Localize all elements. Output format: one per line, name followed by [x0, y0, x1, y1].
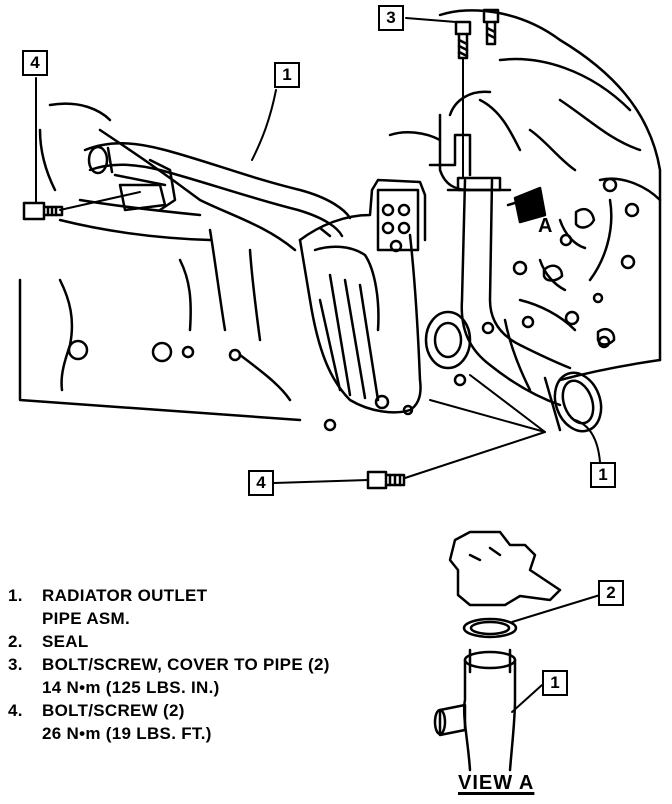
legend-line: 14 N•m (125 LBS. IN.)	[42, 678, 220, 697]
legend-line: BOLT/SCREW, COVER TO PIPE (2)	[42, 655, 330, 674]
legend-text: RADIATOR OUTLET PIPE ASM.	[42, 584, 207, 630]
legend-number: 2.	[8, 632, 23, 651]
parts-legend: 1. RADIATOR OUTLET PIPE ASM. 2. SEAL 3. BOLT/S…	[8, 584, 438, 745]
legend-item: 4. BOLT/SCREW (2) 26 N•m (19 LBS. FT.)	[8, 699, 438, 745]
callout-pipe-view: 1	[542, 670, 568, 696]
callout-screws-top: 3	[378, 5, 404, 31]
upper-outlet-pipe	[83, 142, 352, 238]
view-arrow-label: A	[538, 215, 552, 237]
engine-studs	[512, 177, 640, 349]
legend-line: SEAL	[42, 632, 89, 651]
view-a-detail	[433, 530, 562, 772]
leader-lines	[35, 17, 601, 713]
callout-seal-view: 2	[598, 580, 624, 606]
legend-item: 1. RADIATOR OUTLET PIPE ASM.	[8, 584, 438, 630]
callout-pipe-top: 1	[274, 62, 300, 88]
legend-line: 26 N•m (19 LBS. FT.)	[42, 724, 212, 743]
engine-block	[388, 9, 662, 392]
legend-item: 3. BOLT/SCREW, COVER TO PIPE (2) 14 N•m (1…	[8, 653, 438, 699]
transmission-housing	[18, 102, 337, 432]
screw-top-1	[454, 20, 472, 60]
legend-text: BOLT/SCREW, COVER TO PIPE (2) 14 N•m (125…	[42, 653, 330, 699]
lower-outlet-pipe	[424, 176, 603, 433]
legend-line: BOLT/SCREW (2)	[42, 701, 185, 720]
callout-bolt-bottom: 4	[248, 470, 274, 496]
legend-line: RADIATOR OUTLET	[42, 586, 208, 605]
thermostat-housing	[298, 178, 427, 416]
screw-top-2	[482, 8, 500, 46]
callout-bolt-top-left: 4	[22, 50, 48, 76]
callout-pipe-right: 1	[590, 462, 616, 488]
legend-number: 3.	[8, 655, 23, 674]
legend-item: 2. SEAL	[8, 630, 438, 653]
legend-number: 4.	[8, 701, 23, 720]
view-a-arrow: A	[506, 186, 552, 237]
bolt-bottom	[366, 470, 406, 490]
view-a-title: VIEW A	[458, 772, 535, 794]
legend-number: 1.	[8, 586, 23, 605]
bolt-top-left	[22, 201, 64, 221]
legend-text: SEAL	[42, 630, 89, 653]
legend-text: BOLT/SCREW (2) 26 N•m (19 LBS. FT.)	[42, 699, 212, 745]
legend-line: PIPE ASM.	[42, 609, 131, 628]
